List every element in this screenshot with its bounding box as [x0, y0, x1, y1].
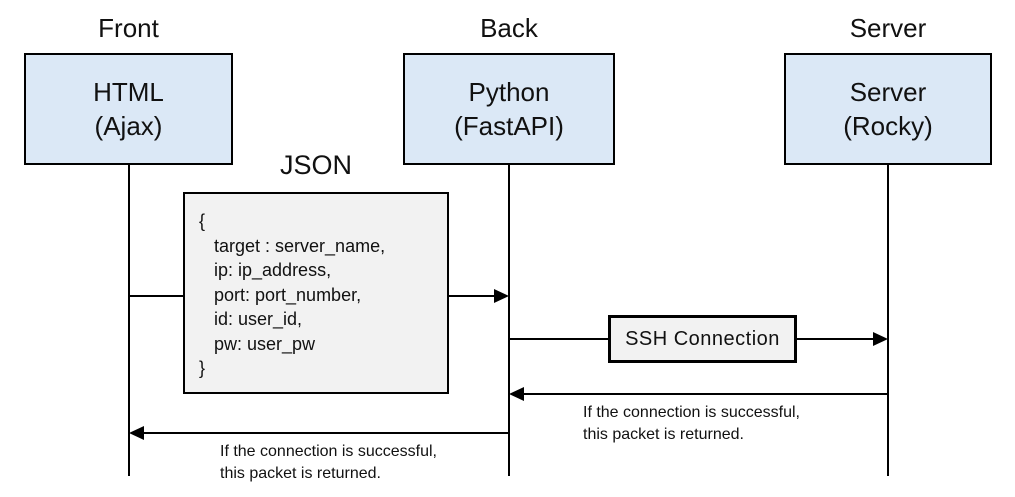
json-line-ip: ip: ip_address, — [214, 260, 332, 280]
actor-title-back: Back — [480, 13, 538, 43]
json-note-title: JSON — [279, 150, 352, 180]
arrowhead-left-icon — [509, 387, 524, 401]
actor-box-server: Server (Rocky) — [784, 53, 992, 165]
back-return-note-line2: this packet is returned. — [220, 465, 381, 482]
server-return-note-line1: If the connection is successful, — [583, 404, 800, 421]
message-line — [140, 432, 510, 434]
json-note-box: { target : server_name, ip: ip_address, … — [183, 192, 449, 394]
json-line-open-brace: { — [199, 211, 206, 231]
actor-title-server: Server — [849, 13, 927, 43]
message-line — [520, 393, 889, 395]
actor-label-line2: (Rocky) — [843, 111, 933, 141]
ssh-connection-label: SSH Connection — [625, 327, 780, 350]
actor-label-line2: (Ajax) — [94, 111, 163, 141]
actor-box-front: HTML (Ajax) — [24, 53, 233, 165]
arrowhead-right-icon — [494, 289, 509, 303]
back-return-note: If the connection is successful, this pa… — [220, 441, 437, 485]
lifeline-front — [128, 165, 130, 476]
lifeline-back — [508, 165, 510, 476]
actor-label-line1: Python — [468, 77, 550, 107]
server-return-note: If the connection is successful, this pa… — [583, 402, 800, 446]
actor-label-line1: Server — [849, 77, 927, 107]
json-line-port: port: port_number, — [214, 284, 362, 305]
ssh-connection-box: SSH Connection — [608, 315, 797, 363]
actor-title-front: Front — [98, 13, 159, 43]
actor-label-line1: HTML — [93, 77, 164, 107]
lifeline-server — [887, 165, 889, 476]
actor-label-line2: (FastAPI) — [454, 111, 564, 141]
json-line-close-brace: } — [199, 358, 206, 378]
actor-box-back: Python (FastAPI) — [403, 53, 615, 165]
json-line-target: target : server_name, — [214, 235, 386, 256]
message-arrow-back-return — [129, 425, 510, 441]
back-return-note-line1: If the connection is successful, — [220, 443, 437, 460]
arrowhead-right-icon — [873, 332, 888, 346]
json-line-id: id: user_id, — [214, 309, 303, 329]
arrowhead-left-icon — [129, 426, 144, 440]
message-arrow-server-return — [509, 386, 889, 402]
json-line-pw: pw: user_pw — [214, 333, 316, 354]
server-return-note-line2: this packet is returned. — [583, 426, 744, 443]
